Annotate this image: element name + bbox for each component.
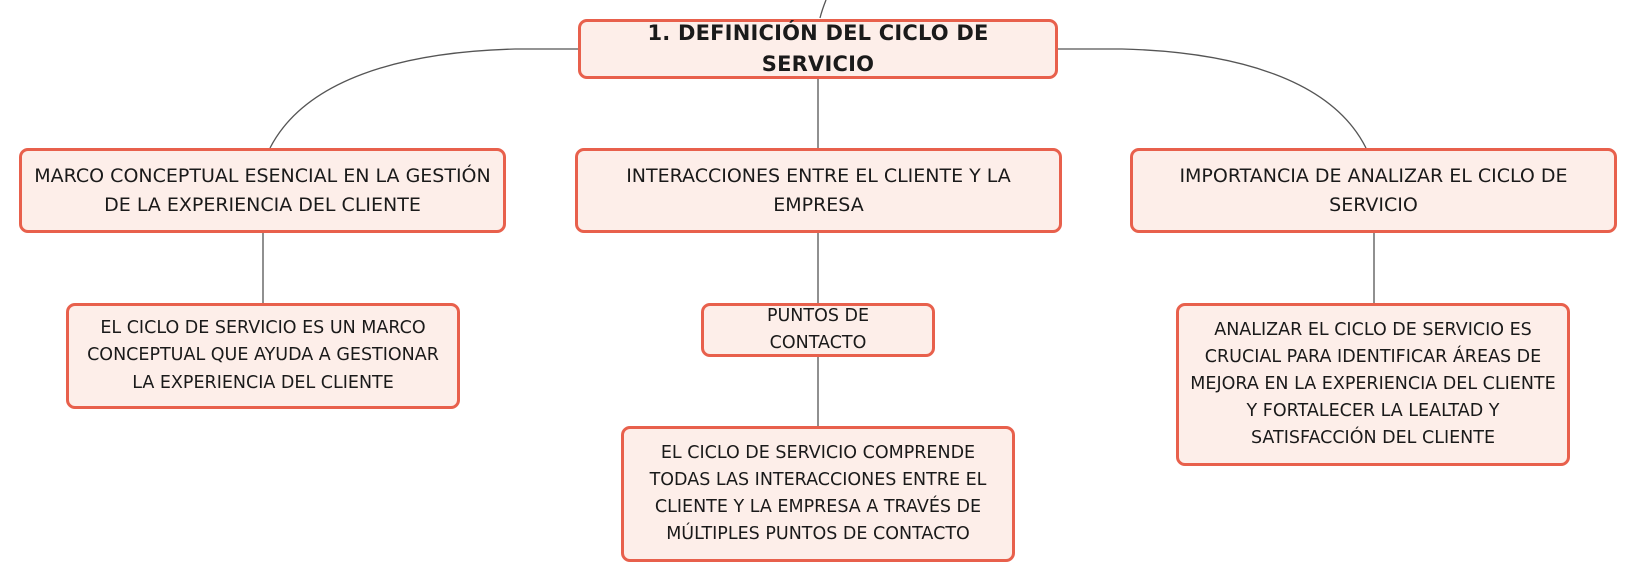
- connector-root-to-branch-3: [1058, 48, 1367, 149]
- child-node-label: ANALIZAR EL CICLO DE SERVICIO ES CRUCIAL…: [1190, 319, 1556, 449]
- child-node-puntos-de-contacto[interactable]: PUNTOS DE CONTACTO: [701, 303, 935, 357]
- branch-node-importancia[interactable]: IMPORTANCIA DE ANALIZAR EL CICLO DE SERV…: [1130, 148, 1617, 233]
- connector-parent-to-root: [819, 0, 827, 19]
- child-node-marco-detail[interactable]: EL CICLO DE SERVICIO ES UN MARCO CONCEPT…: [66, 303, 460, 409]
- branch-node-interacciones[interactable]: INTERACCIONES ENTRE EL CLIENTE Y LA EMPR…: [575, 148, 1062, 233]
- child-node-label: EL CICLO DE SERVICIO ES UN MARCO CONCEPT…: [87, 318, 439, 393]
- branch-node-label: MARCO CONCEPTUAL ESENCIAL EN LA GESTIÓN …: [34, 165, 491, 216]
- root-node-label: 1. DEFINICIÓN DEL CICLO DE SERVICIO: [647, 20, 989, 77]
- root-node[interactable]: 1. DEFINICIÓN DEL CICLO DE SERVICIO: [578, 19, 1058, 79]
- child-node-importancia-detail[interactable]: ANALIZAR EL CICLO DE SERVICIO ES CRUCIAL…: [1176, 303, 1570, 466]
- connector-root-to-branch-1: [269, 48, 578, 149]
- branch-node-label: INTERACCIONES ENTRE EL CLIENTE Y LA EMPR…: [626, 165, 1011, 216]
- grandchild-node-label: EL CICLO DE SERVICIO COMPRENDE TODAS LAS…: [649, 442, 987, 545]
- grandchild-node-puntos-detail[interactable]: EL CICLO DE SERVICIO COMPRENDE TODAS LAS…: [621, 426, 1015, 562]
- branch-node-marco-conceptual[interactable]: MARCO CONCEPTUAL ESENCIAL EN LA GESTIÓN …: [19, 148, 506, 233]
- branch-node-label: IMPORTANCIA DE ANALIZAR EL CICLO DE SERV…: [1179, 165, 1568, 216]
- child-node-label: PUNTOS DE CONTACTO: [766, 305, 870, 353]
